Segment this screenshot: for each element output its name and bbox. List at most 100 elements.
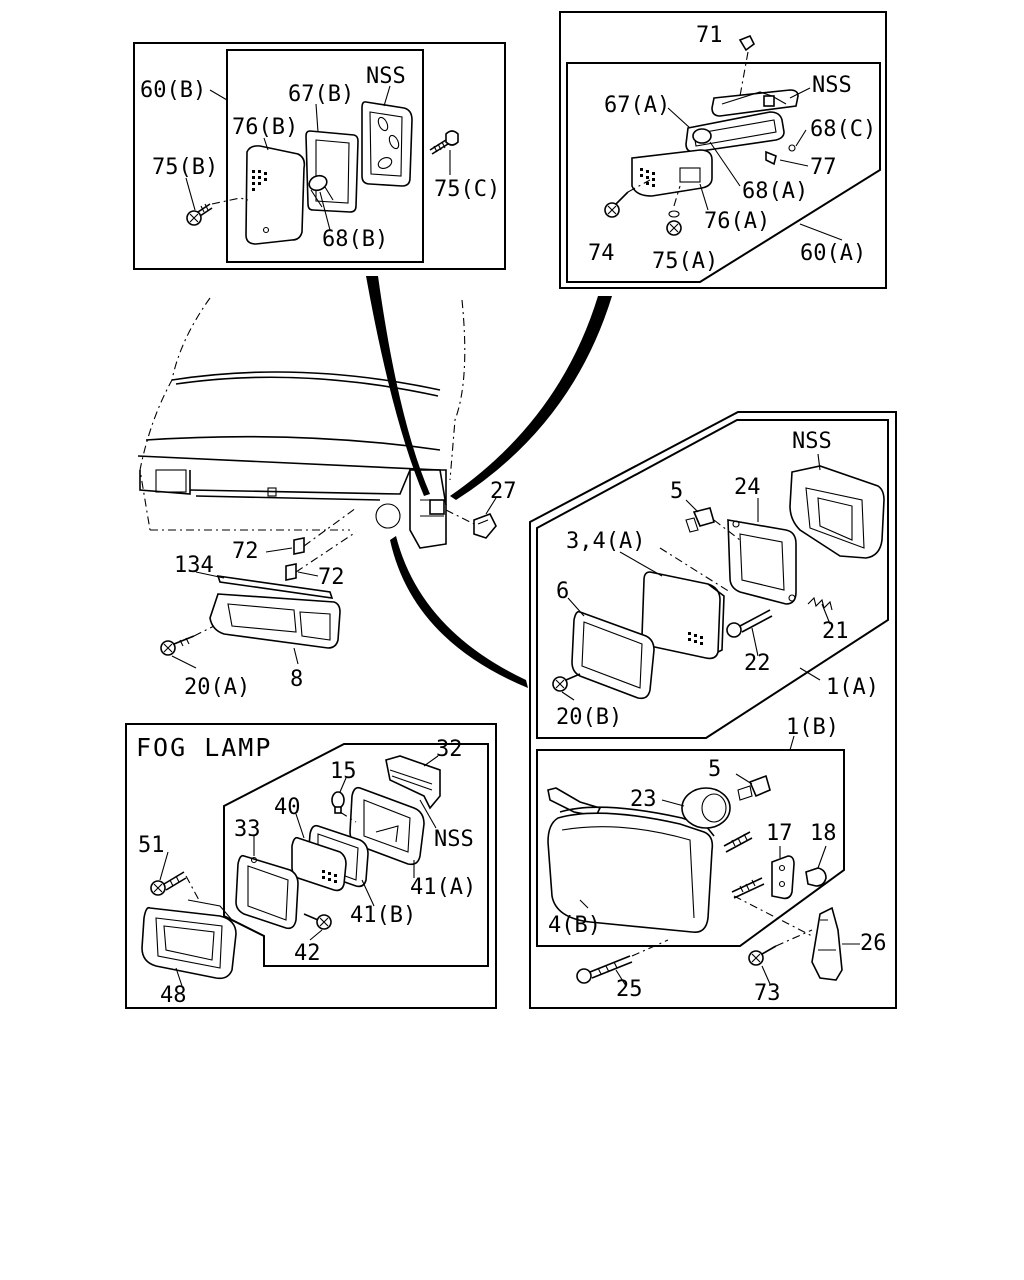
fog-lamp-inner-frame <box>223 743 489 967</box>
label-134: 134 <box>174 553 214 578</box>
screw-75a <box>666 210 682 236</box>
label-68c: 68(C) <box>810 117 876 142</box>
bracket-26 <box>811 906 843 981</box>
clip-72-lower <box>285 563 297 581</box>
label-77: 77 <box>810 155 837 180</box>
label-76a: 76(A) <box>704 209 770 234</box>
nut-18 <box>805 867 827 887</box>
fog-lamp-title: FOG LAMP <box>136 733 272 762</box>
panel-60b-frame <box>133 42 506 270</box>
label-72-upper: 72 <box>232 539 259 564</box>
label-20b: 20(B) <box>556 705 622 730</box>
connector-curve-right <box>450 296 612 500</box>
screw-51 <box>150 871 187 896</box>
label-25: 25 <box>616 977 643 1002</box>
housing-nss-b <box>361 101 413 187</box>
lens-40 <box>291 836 347 892</box>
panel-60b-inner-frame <box>226 49 424 263</box>
shell-nss <box>789 465 885 559</box>
label-72-lower: 72 <box>318 565 345 590</box>
bezel-33 <box>235 854 299 930</box>
panel-1a-inner-frame <box>536 419 889 739</box>
label-73: 73 <box>754 981 781 1006</box>
label-48: 48 <box>160 983 187 1008</box>
screw-74 <box>604 191 629 218</box>
label-8: 8 <box>290 667 303 692</box>
clip-27 <box>473 512 497 539</box>
label-nss-1a: NSS <box>792 429 832 454</box>
clip-71 <box>738 34 756 52</box>
label-67a: 67(A) <box>604 93 670 118</box>
panel-1a: NSS 5 24 3,4(A) 6 21 22 20(B) 1(A) <box>529 411 897 1009</box>
label-41b: 41(B) <box>350 903 416 928</box>
screw-42 <box>303 913 332 930</box>
screw-73 <box>748 945 777 966</box>
screw-75b <box>186 203 213 226</box>
label-5b: 5 <box>708 757 721 782</box>
label-17: 17 <box>766 821 793 846</box>
screw-20b <box>552 673 581 692</box>
screw-20a <box>160 635 195 656</box>
clip-72-upper <box>293 537 305 555</box>
label-71: 71 <box>696 23 723 48</box>
panel-1b-inner-frame <box>536 749 845 947</box>
panel-60a: 71 67(A) NSS 68(C) 77 68(A) 76(A) 74 75(… <box>559 11 887 289</box>
label-26: 26 <box>860 931 887 956</box>
lens-76b <box>245 145 306 245</box>
truck-cab-sketch <box>137 297 466 549</box>
label-20a: 20(A) <box>184 675 250 700</box>
gasket-67b <box>305 130 359 213</box>
screw-75c <box>429 130 459 155</box>
label-33: 33 <box>234 817 261 842</box>
label-42: 42 <box>294 941 321 966</box>
bulb-5b <box>737 774 771 801</box>
label-32: 32 <box>436 737 463 762</box>
label-74: 74 <box>588 241 615 266</box>
bezel-group: 27 72 72 134 20(A) 8 <box>160 479 517 700</box>
lamp-4b <box>547 812 714 934</box>
retaining-ring-6 <box>571 610 655 700</box>
bracket-17 <box>771 855 795 900</box>
label-40: 40 <box>274 795 301 820</box>
adjuster-screw-lower <box>731 877 765 899</box>
label-75a: 75(A) <box>652 249 718 274</box>
label-60b: 60(B) <box>140 78 206 103</box>
screw-22 <box>726 609 773 638</box>
label-24: 24 <box>734 475 761 500</box>
screw-25 <box>576 955 633 984</box>
label-6: 6 <box>556 579 569 604</box>
bulb-5a <box>685 507 715 533</box>
panel-60a-frame <box>559 11 887 289</box>
label-68b: 68(B) <box>322 227 388 252</box>
bulb-68c <box>788 144 796 152</box>
label-18: 18 <box>810 821 837 846</box>
label-60a: 60(A) <box>800 241 866 266</box>
connector-curve-left <box>366 276 430 496</box>
adjuster-screw-upper <box>723 831 753 853</box>
bracket-32 <box>385 755 441 810</box>
label-3-4a: 3,4(A) <box>566 529 645 554</box>
label-4b: 4(B) <box>548 913 601 938</box>
label-51: 51 <box>138 833 165 858</box>
strip-134 <box>216 575 334 599</box>
label-21: 21 <box>822 619 849 644</box>
headlamp-outer-frame <box>529 411 897 1009</box>
label-68a: 68(A) <box>742 179 808 204</box>
label-23: 23 <box>630 787 657 812</box>
label-1b: 1(B) <box>786 715 839 740</box>
label-41a: 41(A) <box>410 875 476 900</box>
label-15: 15 <box>330 759 357 784</box>
label-nss-fog: NSS <box>434 827 474 852</box>
bracket-24 <box>727 519 797 605</box>
label-27: 27 <box>490 479 517 504</box>
housing-41a <box>349 786 425 866</box>
fog-lamp-frame <box>125 723 497 1009</box>
label-nss-a: NSS <box>812 73 852 98</box>
bulb-15 <box>331 791 345 814</box>
label-nss-b: NSS <box>366 64 406 89</box>
panel-fog-lamp: FOG LAMP <box>125 723 497 1009</box>
bezel-8 <box>209 593 341 649</box>
label-76b: 76(B) <box>232 115 298 140</box>
label-75c: 75(C) <box>434 177 500 202</box>
